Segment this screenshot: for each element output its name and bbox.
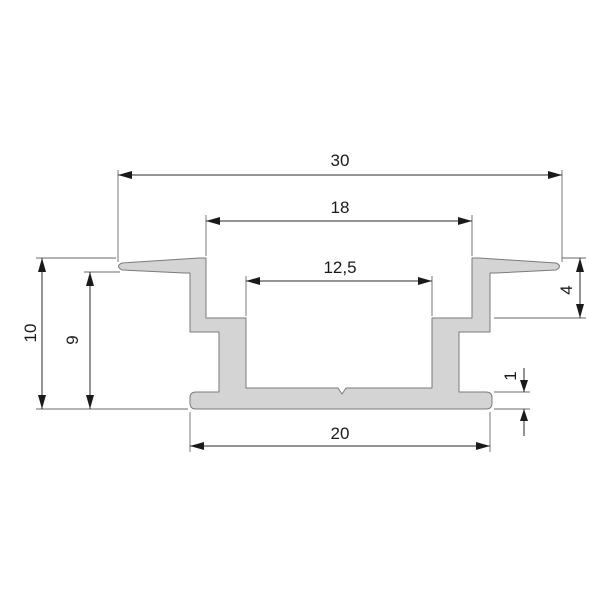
dimension-9: 9 xyxy=(63,271,120,409)
dim-12-5-label: 12,5 xyxy=(323,258,356,277)
dim-10-label: 10 xyxy=(21,324,40,343)
dim-18-arrow-right xyxy=(458,217,472,225)
dim-18-arrow-left xyxy=(206,217,220,225)
dim-30-label: 30 xyxy=(331,151,350,170)
dim-1-label: 1 xyxy=(501,371,520,380)
dim-4-label: 4 xyxy=(557,285,576,294)
dim-1-arrow-top xyxy=(520,380,528,392)
dim-9-arrow-top xyxy=(86,272,94,286)
dimension-10: 10 xyxy=(21,257,188,410)
dim-20-arrow-left xyxy=(190,442,204,450)
dimension-30: 30 xyxy=(117,151,563,262)
dim-30-arrow-right xyxy=(548,171,562,179)
dim-1-arrow-bottom xyxy=(520,409,528,421)
dimension-20: 20 xyxy=(189,412,491,452)
dim-12-5-arrow-left xyxy=(246,277,260,285)
dim-9-arrow-bottom xyxy=(86,395,94,409)
dim-10-arrow-top xyxy=(38,258,46,272)
dim-18-label: 18 xyxy=(331,198,350,217)
dim-4-arrow-top xyxy=(576,258,584,272)
dim-30-arrow-left xyxy=(118,171,132,179)
dimension-1: 1 xyxy=(494,368,530,436)
dim-12-5-arrow-right xyxy=(418,277,432,285)
dim-4-arrow-bottom xyxy=(576,304,584,318)
dim-9-label: 9 xyxy=(63,335,82,344)
dimension-12-5: 12,5 xyxy=(245,258,433,316)
dimension-4: 4 xyxy=(494,257,586,319)
dim-20-arrow-right xyxy=(476,442,490,450)
profile-cross-section xyxy=(118,257,560,410)
dim-10-arrow-bottom xyxy=(38,395,46,409)
dim-20-label: 20 xyxy=(331,424,350,443)
dimension-18: 18 xyxy=(205,198,473,256)
